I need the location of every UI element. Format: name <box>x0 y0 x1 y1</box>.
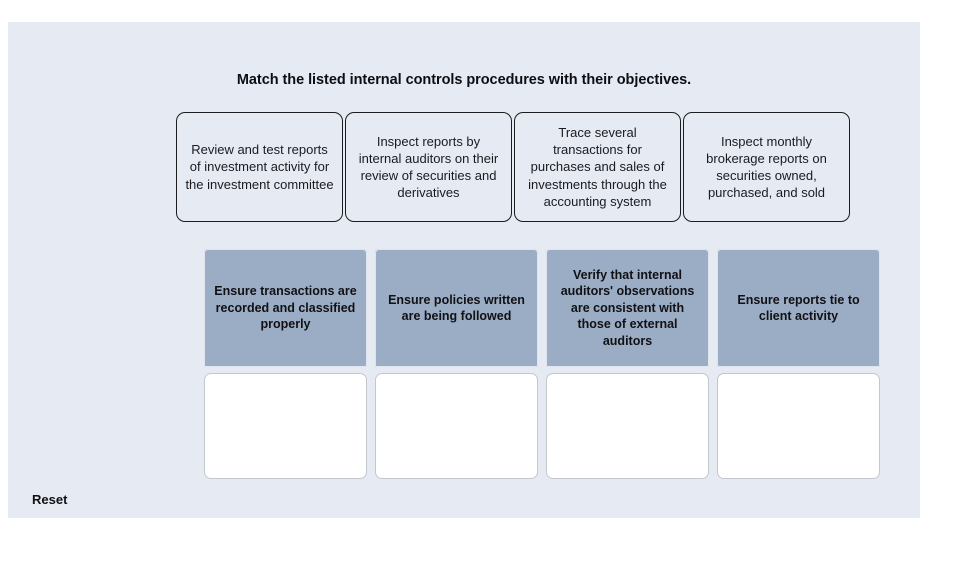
reset-button[interactable]: Reset <box>32 492 68 507</box>
procedure-card-1[interactable]: Review and test reports of investment ac… <box>176 112 343 222</box>
drop-zone-4[interactable] <box>717 373 880 479</box>
procedure-card-4-label: Inspect monthly brokerage reports on sec… <box>706 133 827 201</box>
procedure-card-3[interactable]: Trace several transactions for purchases… <box>514 112 681 222</box>
objective-card-2: Ensure policies written are being follow… <box>375 249 538 367</box>
question-panel: Match the listed internal controls proce… <box>8 22 920 518</box>
drop-zone-2[interactable] <box>375 373 538 479</box>
page-title: Match the listed internal controls proce… <box>236 72 692 88</box>
objective-card-4-label: Ensure reports tie to client activity <box>737 292 860 323</box>
procedure-card-2[interactable]: Inspect reports by internal auditors on … <box>345 112 512 222</box>
objectives-row: Ensure transactions are recorded and cla… <box>204 249 888 367</box>
drop-zone-3[interactable] <box>546 373 709 479</box>
procedures-row: Review and test reports of investment ac… <box>176 112 856 222</box>
objective-card-1: Ensure transactions are recorded and cla… <box>204 249 367 367</box>
procedure-card-4[interactable]: Inspect monthly brokerage reports on sec… <box>683 112 850 222</box>
procedure-card-2-label: Inspect reports by internal auditors on … <box>358 133 499 201</box>
drop-zone-1[interactable] <box>204 373 367 479</box>
procedure-card-3-label: Trace several transactions for purchases… <box>528 124 667 209</box>
objective-card-4: Ensure reports tie to client activity <box>717 249 880 367</box>
objective-card-3: Verify that internal auditors' observati… <box>546 249 709 367</box>
procedure-card-1-label: Review and test reports of investment ac… <box>185 142 334 192</box>
objective-card-3-label: Verify that internal auditors' observati… <box>560 267 695 348</box>
drop-zones-row <box>204 373 888 479</box>
objective-card-1-label: Ensure transactions are recorded and cla… <box>214 284 357 332</box>
objective-card-2-label: Ensure policies written are being follow… <box>388 292 525 323</box>
